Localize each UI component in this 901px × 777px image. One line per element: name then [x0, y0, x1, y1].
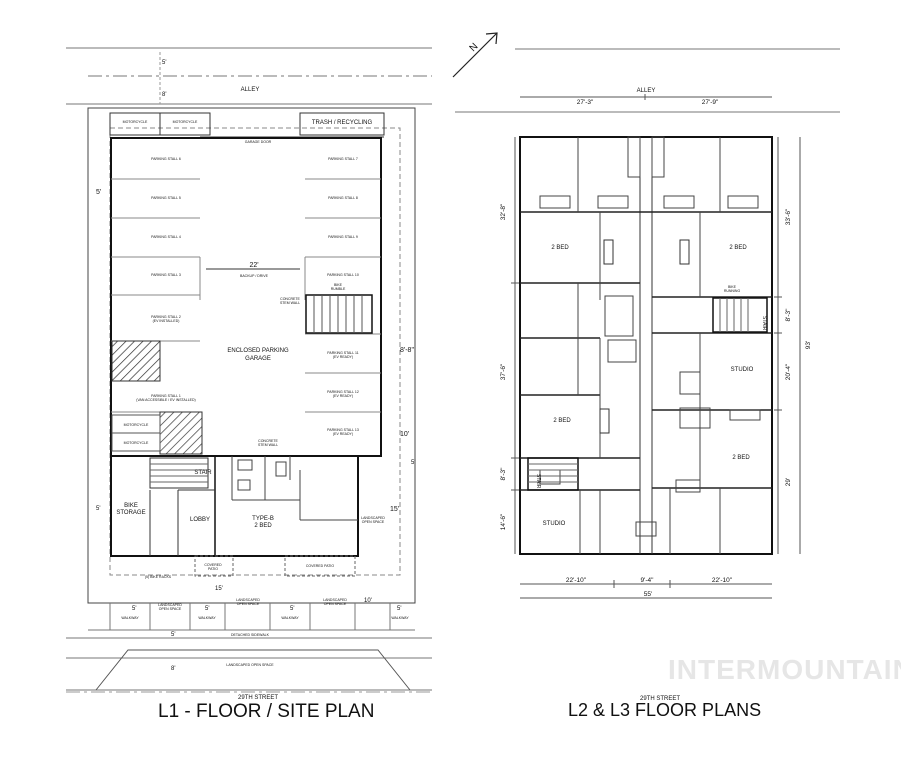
right-right-total: 93': [805, 341, 812, 349]
left-trash-label: TRASH / RECYCLING: [312, 120, 373, 126]
dim-walk-5a: 5': [132, 606, 136, 612]
left-alley-label: ALLEY: [241, 87, 260, 93]
dim-side-10: 10': [400, 431, 409, 438]
stair-label: STAIR: [194, 470, 212, 476]
dim-side-5a: 5': [96, 189, 101, 196]
right-plan-caption: L2 & L3 FLOOR PLANS: [568, 700, 762, 720]
right-street-label: 29TH STREET: [640, 696, 680, 702]
bike-racks: (5) BIKE RACKS: [145, 575, 172, 579]
right-bottom-dim-1: 22'-10": [566, 577, 587, 584]
dim-court-15: 15': [215, 586, 223, 592]
lobby-label: LOBBY: [190, 517, 210, 523]
walkway-3: WALKWAY: [281, 616, 299, 620]
left-plan-labels: ALLEY TRASH / RECYCLING MOTORCYCLE MOTOR…: [96, 60, 415, 701]
landscaped-strip: LANDSCAPED OPEN SPACE: [226, 663, 274, 667]
walkway-2: WALKWAY: [198, 616, 216, 620]
unit-2bed-w: 2 BED: [553, 418, 571, 424]
dim-side-5b: 5': [411, 460, 415, 466]
unit-2bed-ne: 2 BED: [729, 245, 747, 251]
bike-storage-2: STORAGE: [116, 510, 145, 516]
motorcycle-low-1: MOTORCYCLE: [124, 423, 149, 427]
stall-10: PARKING STALL 10: [327, 273, 359, 277]
dim-top-8: 8': [162, 92, 166, 98]
right-plan-labels: ALLEY 27'-3" 27'-9" 2 BED 2 BED STUDIO 2…: [500, 88, 812, 702]
unit-studio-sw: STUDIO: [543, 521, 566, 527]
right-right-dim-4: 29': [785, 478, 792, 486]
unit-2bed-nw: 2 BED: [551, 245, 569, 251]
north-arrow: N: [452, 32, 498, 78]
right-right-dim-3: 20'-4": [785, 363, 792, 380]
stall-4: PARKING STALL 4: [151, 235, 181, 239]
dim-side-15: 15': [390, 506, 399, 513]
right-left-dim-1: 32'-8": [500, 203, 507, 220]
left-street-label: 29TH STREET: [238, 695, 278, 701]
stall-1: PARKING STALL 1(VAN ACCESSIBLE / EV INST…: [136, 394, 195, 402]
dim-court-10: 10': [364, 598, 372, 604]
stall-8: PARKING STALL 8: [328, 196, 358, 200]
stall-13: PARKING STALL 13(EV READY): [327, 428, 359, 436]
stall-9: PARKING STALL 9: [328, 235, 358, 239]
enclosed-label-1: ENCLOSED PARKING: [227, 348, 289, 354]
unit-studio-e: STUDIO: [731, 367, 754, 373]
left-site-plan: [66, 47, 432, 693]
right-top-dim-left: 27'-3": [577, 99, 594, 106]
dim-bottom-5: 5': [171, 632, 175, 638]
watermark-text: INTERMOUNTAIN: [668, 654, 901, 685]
right-left-dim-2: 37'-6": [500, 363, 507, 380]
right-left-dim-3: 8'-3": [500, 467, 507, 481]
dim-side-5c: 5': [96, 506, 100, 512]
stall-5: PARKING STALL 5: [151, 196, 181, 200]
detached-sidewalk: DETACHED SIDEWALK: [231, 633, 270, 637]
enclosed-label-2: GARAGE: [245, 356, 271, 362]
right-left-dim-4: 14'-6": [500, 513, 507, 530]
dim-top-5: 5': [162, 60, 166, 66]
unit-2bed-se: 2 BED: [732, 455, 750, 461]
right-bottom-dim-2: 9'-4": [641, 577, 655, 584]
dim-walk-5d: 5': [397, 606, 401, 612]
stall-6: PARKING STALL 6: [151, 157, 181, 161]
unit-bed: 2 BED: [254, 523, 272, 529]
stall-11: PARKING STALL 11(EV READY): [327, 351, 358, 359]
dim-side-8-8: 8'-8": [400, 347, 414, 354]
left-plan-caption: L1 - FLOOR / SITE PLAN: [158, 701, 375, 722]
stall-7: PARKING STALL 7: [328, 157, 358, 161]
dim-walk-5c: 5': [290, 606, 294, 612]
right-floor-plan: [455, 48, 840, 599]
right-stair-2: STAIR: [535, 474, 541, 489]
covered-patio-2: COVERED PATIO: [306, 564, 335, 568]
unit-type: TYPE-B: [252, 516, 274, 522]
left-garage-door: GARAGE DOOR: [245, 140, 272, 144]
bike-storage-1: BIKE: [124, 503, 138, 509]
left-motorcycle-2: MOTORCYCLE: [173, 120, 198, 124]
right-bottom-total: 55': [644, 591, 652, 598]
walkway-4: WALKWAY: [391, 616, 409, 620]
right-right-dim-1: 33'-6": [785, 208, 792, 225]
backup-label: BACKUP / DRIVE: [240, 274, 269, 278]
right-alley-label: ALLEY: [637, 88, 656, 94]
left-motorcycle-1: MOTORCYCLE: [123, 120, 148, 124]
backup-dim: 22': [249, 262, 258, 269]
walkway-1: WALKWAY: [121, 616, 139, 620]
stall-12: PARKING STALL 12(EV READY): [327, 390, 359, 398]
right-stair-1: STAIR: [761, 316, 767, 331]
stall-3: PARKING STALL 3: [151, 273, 181, 277]
right-right-dim-2: 8'-3": [785, 308, 792, 322]
motorcycle-low-2: MOTORCYCLE: [124, 441, 149, 445]
dim-bottom-8: 8': [171, 666, 175, 672]
right-top-dim-right: 27'-9": [702, 99, 719, 106]
stall-2: PARKING STALL 2(EV INSTALLED): [151, 315, 181, 323]
dim-walk-5b: 5': [205, 606, 209, 612]
right-bottom-dim-3: 22'-10": [712, 577, 733, 584]
